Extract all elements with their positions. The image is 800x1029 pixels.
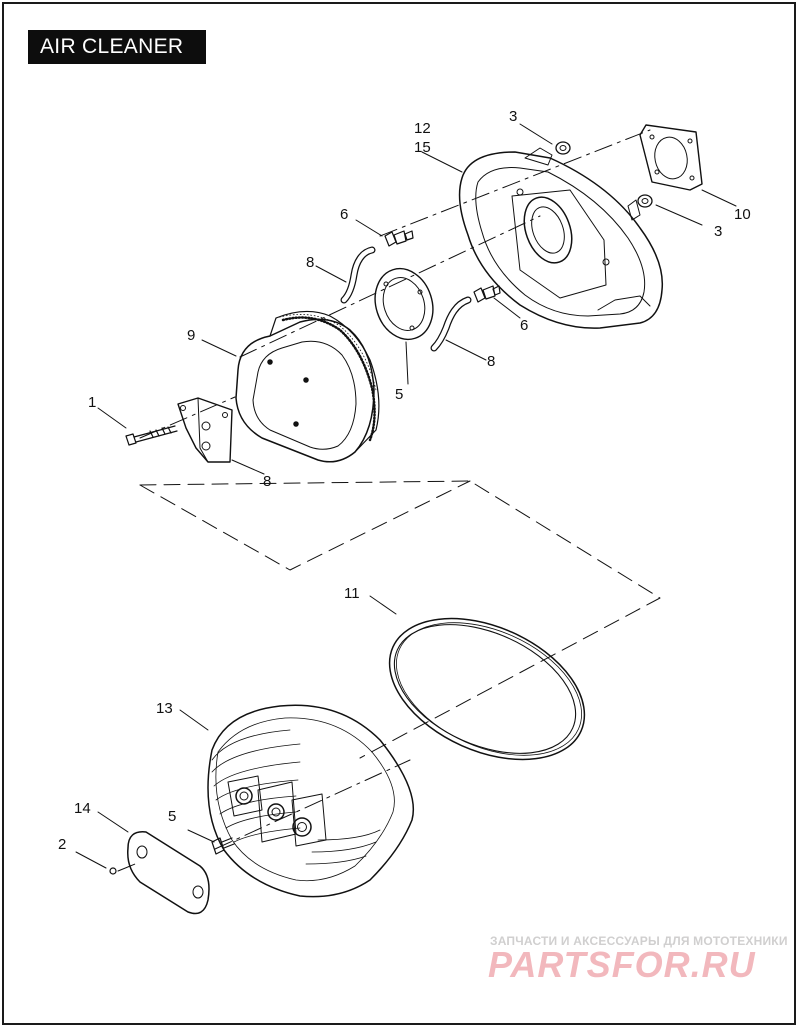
screw-5 [211, 837, 235, 855]
bolt-1 [125, 425, 178, 446]
washer-3-lower [637, 194, 653, 208]
watermark-logo: PARTSFOR.RU [488, 944, 756, 985]
washer-3-upper [555, 141, 571, 155]
filter-element-9 [235, 310, 380, 463]
centerlines [117, 129, 651, 872]
watermark-tagline: ЗАПЧАСТИ И АКСЕССУАРЫ ДЛЯ МОТОТЕХНИКИ [490, 934, 788, 948]
gasket-10 [639, 124, 703, 191]
callout-2: 2 [58, 836, 66, 853]
callout-15: 15 [414, 139, 431, 156]
seal-5 [374, 267, 434, 341]
callout-1: 1 [88, 394, 96, 411]
leader-lines [75, 123, 737, 869]
callout-14: 14 [74, 800, 91, 817]
callout-9: 9 [187, 327, 195, 344]
bracket-8 [177, 397, 233, 463]
callout-11: 11 [344, 585, 360, 602]
callout-8-hose-lower: 8 [487, 353, 495, 370]
callout-3-lower: 3 [714, 223, 722, 240]
cover-13 [207, 704, 415, 898]
callout-5-seal: 5 [395, 386, 403, 403]
breather-bolt-6-upper [384, 230, 414, 247]
callout-12: 12 [414, 120, 431, 137]
callout-13: 13 [156, 700, 173, 717]
medallion-14 [127, 831, 210, 915]
callout-6-upper: 6 [340, 206, 348, 223]
callout-8-bracket: 8 [263, 473, 271, 490]
backplate [458, 147, 664, 329]
callout-5-screw: 5 [168, 808, 176, 825]
breather-bolt-6-lower [473, 285, 501, 303]
page-title: AIR CLEANER [28, 30, 206, 64]
trim-ring-11 [388, 617, 586, 761]
callout-10: 10 [734, 206, 751, 223]
callout-6-lower: 6 [520, 317, 528, 334]
screw-2 [109, 867, 117, 875]
callout-3-upper: 3 [509, 108, 517, 125]
callout-8-hose-upper: 8 [306, 254, 314, 271]
